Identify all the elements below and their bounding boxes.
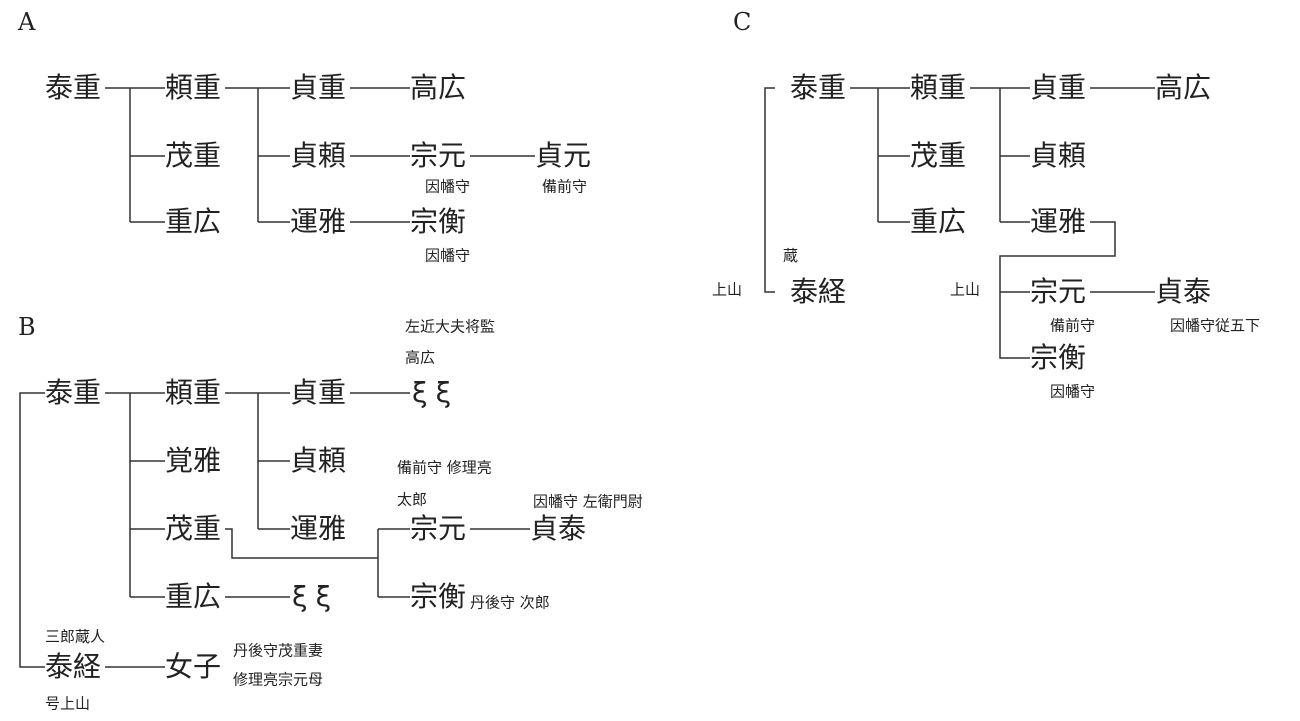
name-sadashige: 貞重 bbox=[1030, 71, 1087, 104]
title-munemoto: 因幡守 bbox=[425, 177, 471, 196]
title-sadayasu: 因幡守従五下 bbox=[1170, 316, 1261, 335]
name-mochishige: 茂重 bbox=[910, 139, 967, 172]
continuation-mark: ξξ bbox=[412, 376, 460, 409]
name-sadashige: 貞重 bbox=[290, 71, 347, 104]
name-shigehiro: 重広 bbox=[910, 205, 967, 238]
continuation-mark: ξξ bbox=[292, 580, 340, 613]
section-c-heading: C bbox=[733, 8, 752, 36]
name-shigehiro: 重広 bbox=[165, 580, 222, 613]
name-kakuga: 覚雅 bbox=[165, 444, 222, 477]
section-b-heading: B bbox=[18, 313, 36, 341]
name-sadayori: 貞頼 bbox=[1030, 139, 1087, 172]
note-daughter-2: 修理亮宗元母 bbox=[233, 670, 324, 689]
name-yasushige: 泰重 bbox=[790, 71, 847, 104]
name-munemoto: 宗元 bbox=[1030, 275, 1087, 308]
name-munehira: 宗衡 bbox=[1030, 341, 1087, 374]
note-takahiro: 高広 bbox=[405, 348, 436, 367]
note-kamiyama: 上山 bbox=[712, 280, 743, 299]
note-daughter-1: 丹後守茂重妻 bbox=[233, 641, 324, 660]
name-munemoto: 宗元 bbox=[410, 139, 467, 172]
name-unga: 運雅 bbox=[290, 205, 347, 238]
name-daughter: 女子 bbox=[165, 650, 222, 683]
name-yasutsune: 泰経 bbox=[790, 275, 847, 308]
title-sadayasu: 因幡守 左衛門尉 bbox=[533, 492, 643, 511]
name-takahiro: 高広 bbox=[410, 71, 467, 104]
title-munehira: 丹後守 次郎 bbox=[470, 593, 550, 612]
note-kamiyama: 上山 bbox=[950, 280, 981, 299]
title-munehira: 因幡守 bbox=[425, 246, 471, 265]
name-munehira: 宗衡 bbox=[410, 580, 467, 613]
name-yorishige: 頼重 bbox=[165, 71, 222, 104]
name-shigehiro: 重広 bbox=[165, 205, 222, 238]
title-takahiro: 左近大夫将監 bbox=[405, 317, 496, 336]
name-sadashige: 貞重 bbox=[290, 376, 347, 409]
title-munehira: 因幡守 bbox=[1050, 382, 1096, 401]
alias-yasutsune: 号上山 bbox=[45, 694, 91, 713]
name-mochishige: 茂重 bbox=[165, 139, 222, 172]
name-mochishige: 茂重 bbox=[165, 512, 222, 545]
note-kura: 蔵 bbox=[783, 246, 799, 265]
name-sadayasu: 貞泰 bbox=[530, 512, 587, 545]
title-yasutsune: 三郎蔵人 bbox=[45, 627, 106, 646]
title-munemoto: 備前守 修理亮 bbox=[397, 458, 492, 477]
name-yasushige: 泰重 bbox=[45, 71, 102, 104]
name-sadayori: 貞頼 bbox=[290, 139, 347, 172]
name-takahiro: 高広 bbox=[1155, 71, 1212, 104]
name-unga: 運雅 bbox=[1030, 205, 1087, 238]
name-yasushige: 泰重 bbox=[45, 376, 102, 409]
name-yorishige: 頼重 bbox=[910, 71, 967, 104]
title-sadamoto: 備前守 bbox=[542, 177, 588, 196]
name-munemoto: 宗元 bbox=[410, 512, 467, 545]
section-a-heading: A bbox=[18, 8, 36, 36]
alias-munemoto: 太郎 bbox=[397, 490, 428, 509]
title-munemoto: 備前守 bbox=[1050, 316, 1096, 335]
name-sadayori: 貞頼 bbox=[290, 444, 347, 477]
name-yasutsune: 泰経 bbox=[45, 650, 102, 683]
name-sadamoto: 貞元 bbox=[535, 139, 592, 172]
name-munehira: 宗衡 bbox=[410, 205, 467, 238]
name-sadayasu: 貞泰 bbox=[1155, 275, 1212, 308]
name-unga: 運雅 bbox=[290, 512, 347, 545]
name-yorishige: 頼重 bbox=[165, 376, 222, 409]
